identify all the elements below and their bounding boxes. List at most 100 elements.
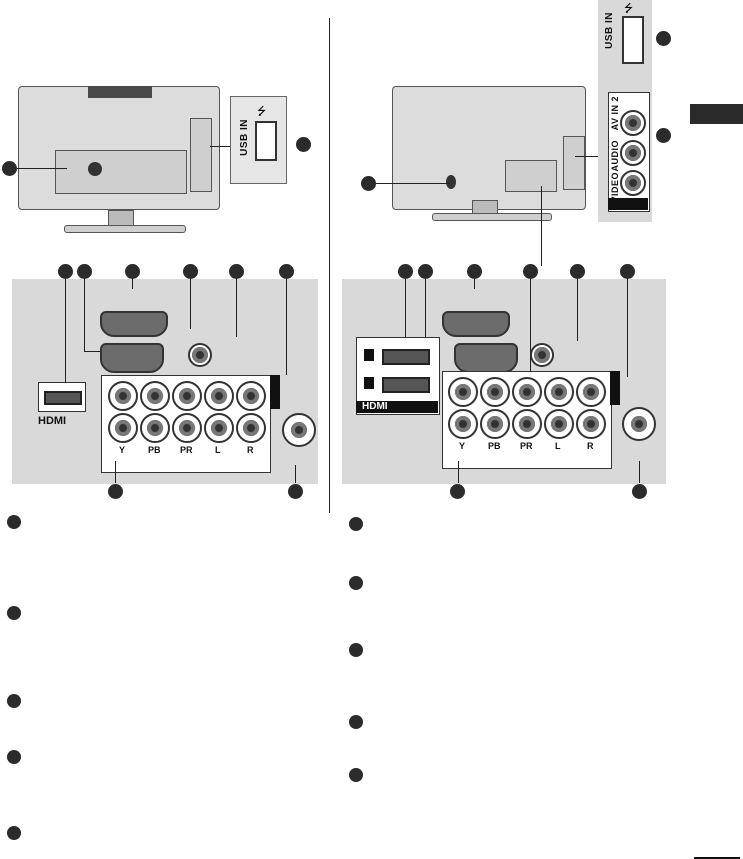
list-bullet-icon (349, 768, 363, 782)
component-jack (448, 409, 478, 439)
list-bullet-icon (349, 576, 363, 590)
jack-label-pr: PR (180, 445, 193, 455)
hdmi-port (382, 377, 430, 393)
black-tab (270, 375, 280, 409)
callout-line (458, 461, 459, 483)
callout-line (115, 461, 116, 483)
callout-line (65, 279, 66, 384)
callout-line (210, 146, 232, 147)
list-bullet-icon (7, 750, 21, 764)
component-jack (172, 381, 202, 411)
callout-line (425, 279, 426, 349)
callout-marker (279, 264, 294, 279)
list-bullet-icon (349, 517, 363, 531)
callout-marker (418, 264, 433, 279)
callout-marker (523, 264, 538, 279)
av-audio-jack (620, 140, 646, 166)
right-side-inset: USB IN ⭍ AV IN 2 AUDIO VIDEO (598, 0, 652, 222)
jack-label-pr: PR (520, 441, 533, 451)
component-jack (108, 413, 138, 443)
callout-line (84, 351, 100, 352)
callout-marker (108, 484, 123, 499)
component-jack (544, 409, 574, 439)
rs232-port (100, 311, 168, 337)
usb-in-label: USB IN (239, 119, 250, 156)
callout-marker (632, 484, 647, 499)
hdmi-label: HDMI (362, 401, 388, 412)
callout-marker (398, 264, 413, 279)
callout-line (405, 279, 406, 341)
av-audio-jack (620, 110, 646, 136)
component-jack (140, 381, 170, 411)
antenna-in-jack (622, 407, 656, 441)
jack-label-r: R (587, 441, 594, 451)
hdmi-label-bar (356, 401, 438, 413)
callout-marker (620, 264, 635, 279)
usb-icon: ⭍ (624, 3, 634, 15)
component-jack (204, 381, 234, 411)
callout-line (236, 279, 237, 337)
jack-label-pb: PB (488, 441, 501, 451)
callout-line (84, 279, 85, 351)
component-jack (544, 377, 574, 407)
callout-line (575, 156, 605, 157)
jack-label-l: L (555, 441, 561, 451)
jack-label-pb: PB (148, 445, 161, 455)
page-number-bar (694, 857, 740, 859)
callout-line (541, 186, 542, 266)
callout-marker (125, 264, 140, 279)
usb-port (622, 16, 644, 64)
callout-line (376, 183, 450, 184)
list-bullet-icon (7, 826, 21, 840)
callout-marker (361, 176, 376, 191)
callout-marker (570, 264, 585, 279)
component-jack (236, 381, 266, 411)
right-tv-side-panel (563, 136, 585, 190)
component-jack (108, 381, 138, 411)
column-divider (329, 18, 330, 513)
left-tv-side-panel (190, 118, 212, 192)
hdmi-port (382, 349, 430, 365)
component-jack (204, 413, 234, 443)
component-jack (512, 377, 542, 407)
right-terminal-panel: HDMI Y PB PR L R (342, 279, 666, 484)
right-tv-terminal-cover (505, 160, 557, 192)
hdmi-2-marker (364, 377, 374, 389)
callout-line (190, 279, 191, 329)
left-tv-power-socket (88, 162, 102, 176)
callout-marker (656, 128, 671, 143)
right-tv-power-socket (446, 175, 456, 189)
callout-line (627, 279, 628, 377)
right-tv-stand-base (432, 213, 552, 221)
component-jack (480, 409, 510, 439)
callout-line (474, 279, 475, 289)
usb-in-label: USB IN (604, 12, 615, 49)
jack-label-r: R (247, 445, 254, 455)
list-bullet-icon (349, 643, 363, 657)
component-jack (576, 377, 606, 407)
callout-marker (288, 484, 303, 499)
component-jack (512, 409, 542, 439)
left-tv-handle (88, 86, 152, 98)
section-thumb-tab (690, 104, 743, 124)
callout-marker (229, 264, 244, 279)
callout-line (132, 279, 133, 289)
list-bullet-icon (7, 606, 21, 620)
left-usb-inset: USB IN ⭍ (230, 96, 287, 184)
av-in-label: AV IN 2 (610, 96, 620, 131)
usb-port (255, 121, 277, 161)
rgb-pc-port (454, 343, 518, 373)
callout-line (286, 279, 287, 375)
list-bullet-icon (7, 694, 21, 708)
callout-line (577, 279, 578, 341)
rs232-port (442, 311, 510, 337)
callout-marker (183, 264, 198, 279)
component-jack (172, 413, 202, 443)
jack-label-y: Y (119, 445, 126, 455)
hdmi-label: HDMI (38, 415, 67, 427)
callout-line (530, 279, 531, 371)
antenna-in-jack (282, 413, 316, 447)
audio-in-jack (188, 343, 212, 367)
callout-marker (58, 264, 73, 279)
component-jack (236, 413, 266, 443)
